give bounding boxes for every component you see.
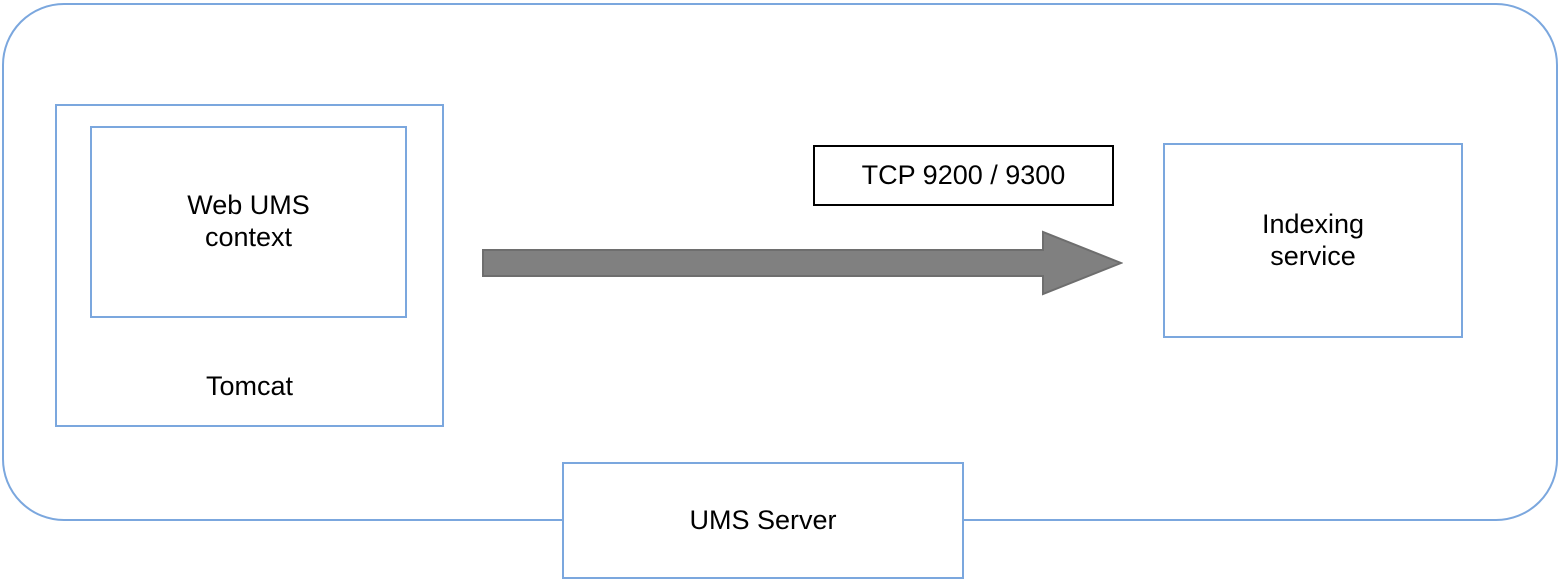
node-web-ums-context[interactable]: Web UMS context <box>90 126 407 318</box>
node-web-ums-context-label: Web UMS context <box>187 190 310 252</box>
connector-port-label-text: TCP 9200 / 9300 <box>861 159 1066 190</box>
node-indexing-service[interactable]: Indexing service <box>1163 143 1463 338</box>
connector-arrow-tomcat-to-indexing <box>481 229 1123 297</box>
ums-server-caption-box[interactable]: UMS Server <box>562 462 964 579</box>
ums-server-caption-label: UMS Server <box>689 504 837 535</box>
node-tomcat-label: Tomcat <box>205 371 294 402</box>
connector-port-label: TCP 9200 / 9300 <box>813 145 1114 206</box>
right-arrow-icon <box>482 230 1123 296</box>
node-indexing-service-label: Indexing service <box>1261 208 1365 271</box>
